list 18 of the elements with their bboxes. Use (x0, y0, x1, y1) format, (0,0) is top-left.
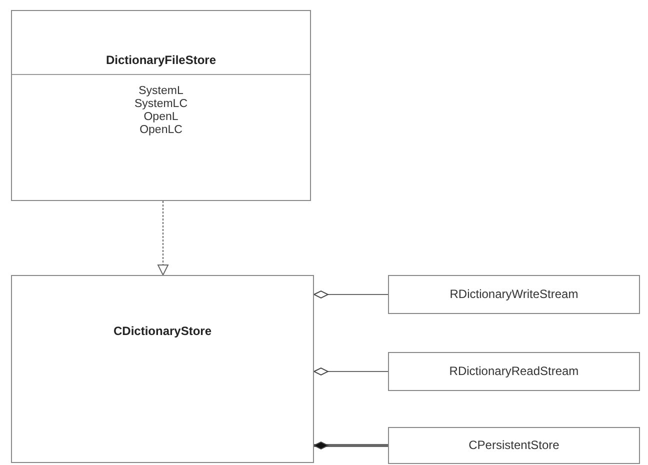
class-name: RDictionaryReadStream (448, 364, 580, 378)
class-box (388, 352, 640, 391)
class-box (388, 427, 640, 464)
method-name: OpenL (142, 111, 180, 124)
method-name: OpenLC (138, 124, 184, 137)
generalization-arrow (158, 200, 168, 276)
method-name: SystemLC (133, 98, 189, 111)
class-box (11, 10, 311, 201)
class-box (388, 275, 640, 314)
class-name: DictionaryFileStore (104, 53, 218, 67)
class-name: CDictionaryStore (112, 324, 213, 338)
method-name: SystemL (138, 85, 184, 98)
composition-line (314, 442, 388, 450)
class-name: CPersistentStore (468, 438, 560, 452)
class-name: RDictionaryWriteStream (448, 286, 580, 300)
class-box (11, 275, 314, 463)
aggregation-line (314, 368, 388, 376)
aggregation-line (314, 290, 388, 298)
